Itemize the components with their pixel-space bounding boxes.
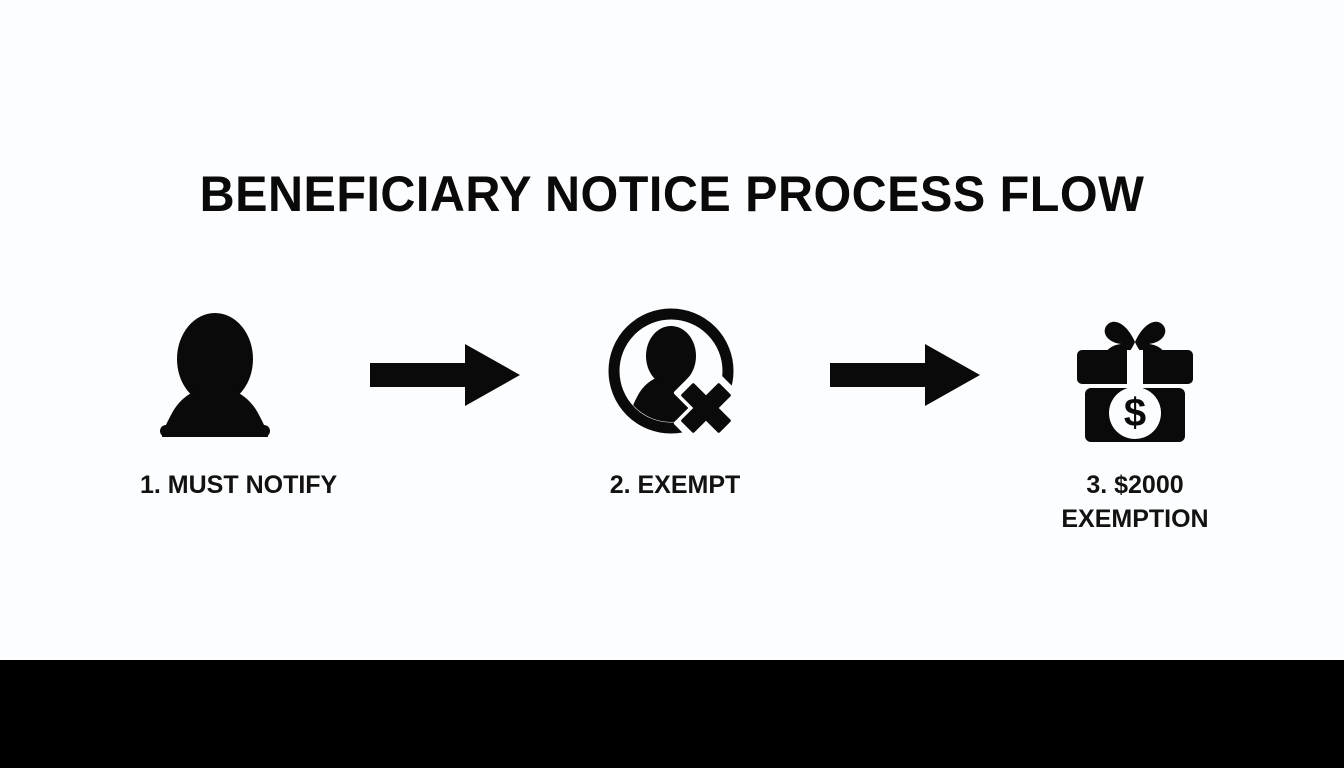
page-title: BENEFICIARY NOTICE PROCESS FLOW (199, 166, 1145, 222)
flow-step-1-label: 1. MUST NOTIFY (140, 471, 338, 499)
arrow-right-icon (370, 344, 520, 406)
flow-step-1 (140, 300, 290, 450)
process-flow-labels: 1. MUST NOTIFY 2. EXEMPT 3. $2000 EXEMPT… (140, 468, 1210, 558)
person-excluded-icon (605, 305, 745, 445)
arrow-1 (365, 335, 525, 415)
flow-step-2-label: 2. EXEMPT (609, 471, 741, 499)
person-icon (156, 313, 274, 437)
arrow-2 (825, 335, 985, 415)
bottom-black-band (0, 660, 1344, 768)
flow-step-3-label: 3. $2000 EXEMPTION (1060, 468, 1210, 536)
flow-step-3: $ (1060, 300, 1210, 450)
flow-step-3-label-line-1: 3. $2000 (1086, 471, 1184, 499)
process-flow-diagram: $ (140, 300, 1210, 450)
flow-step-2 (600, 300, 750, 450)
svg-text:$: $ (1124, 391, 1146, 435)
arrow-right-icon (830, 344, 980, 406)
flow-step-3-label-line-2: EXEMPTION (1061, 505, 1209, 533)
gift-dollar-icon: $ (1071, 308, 1199, 442)
